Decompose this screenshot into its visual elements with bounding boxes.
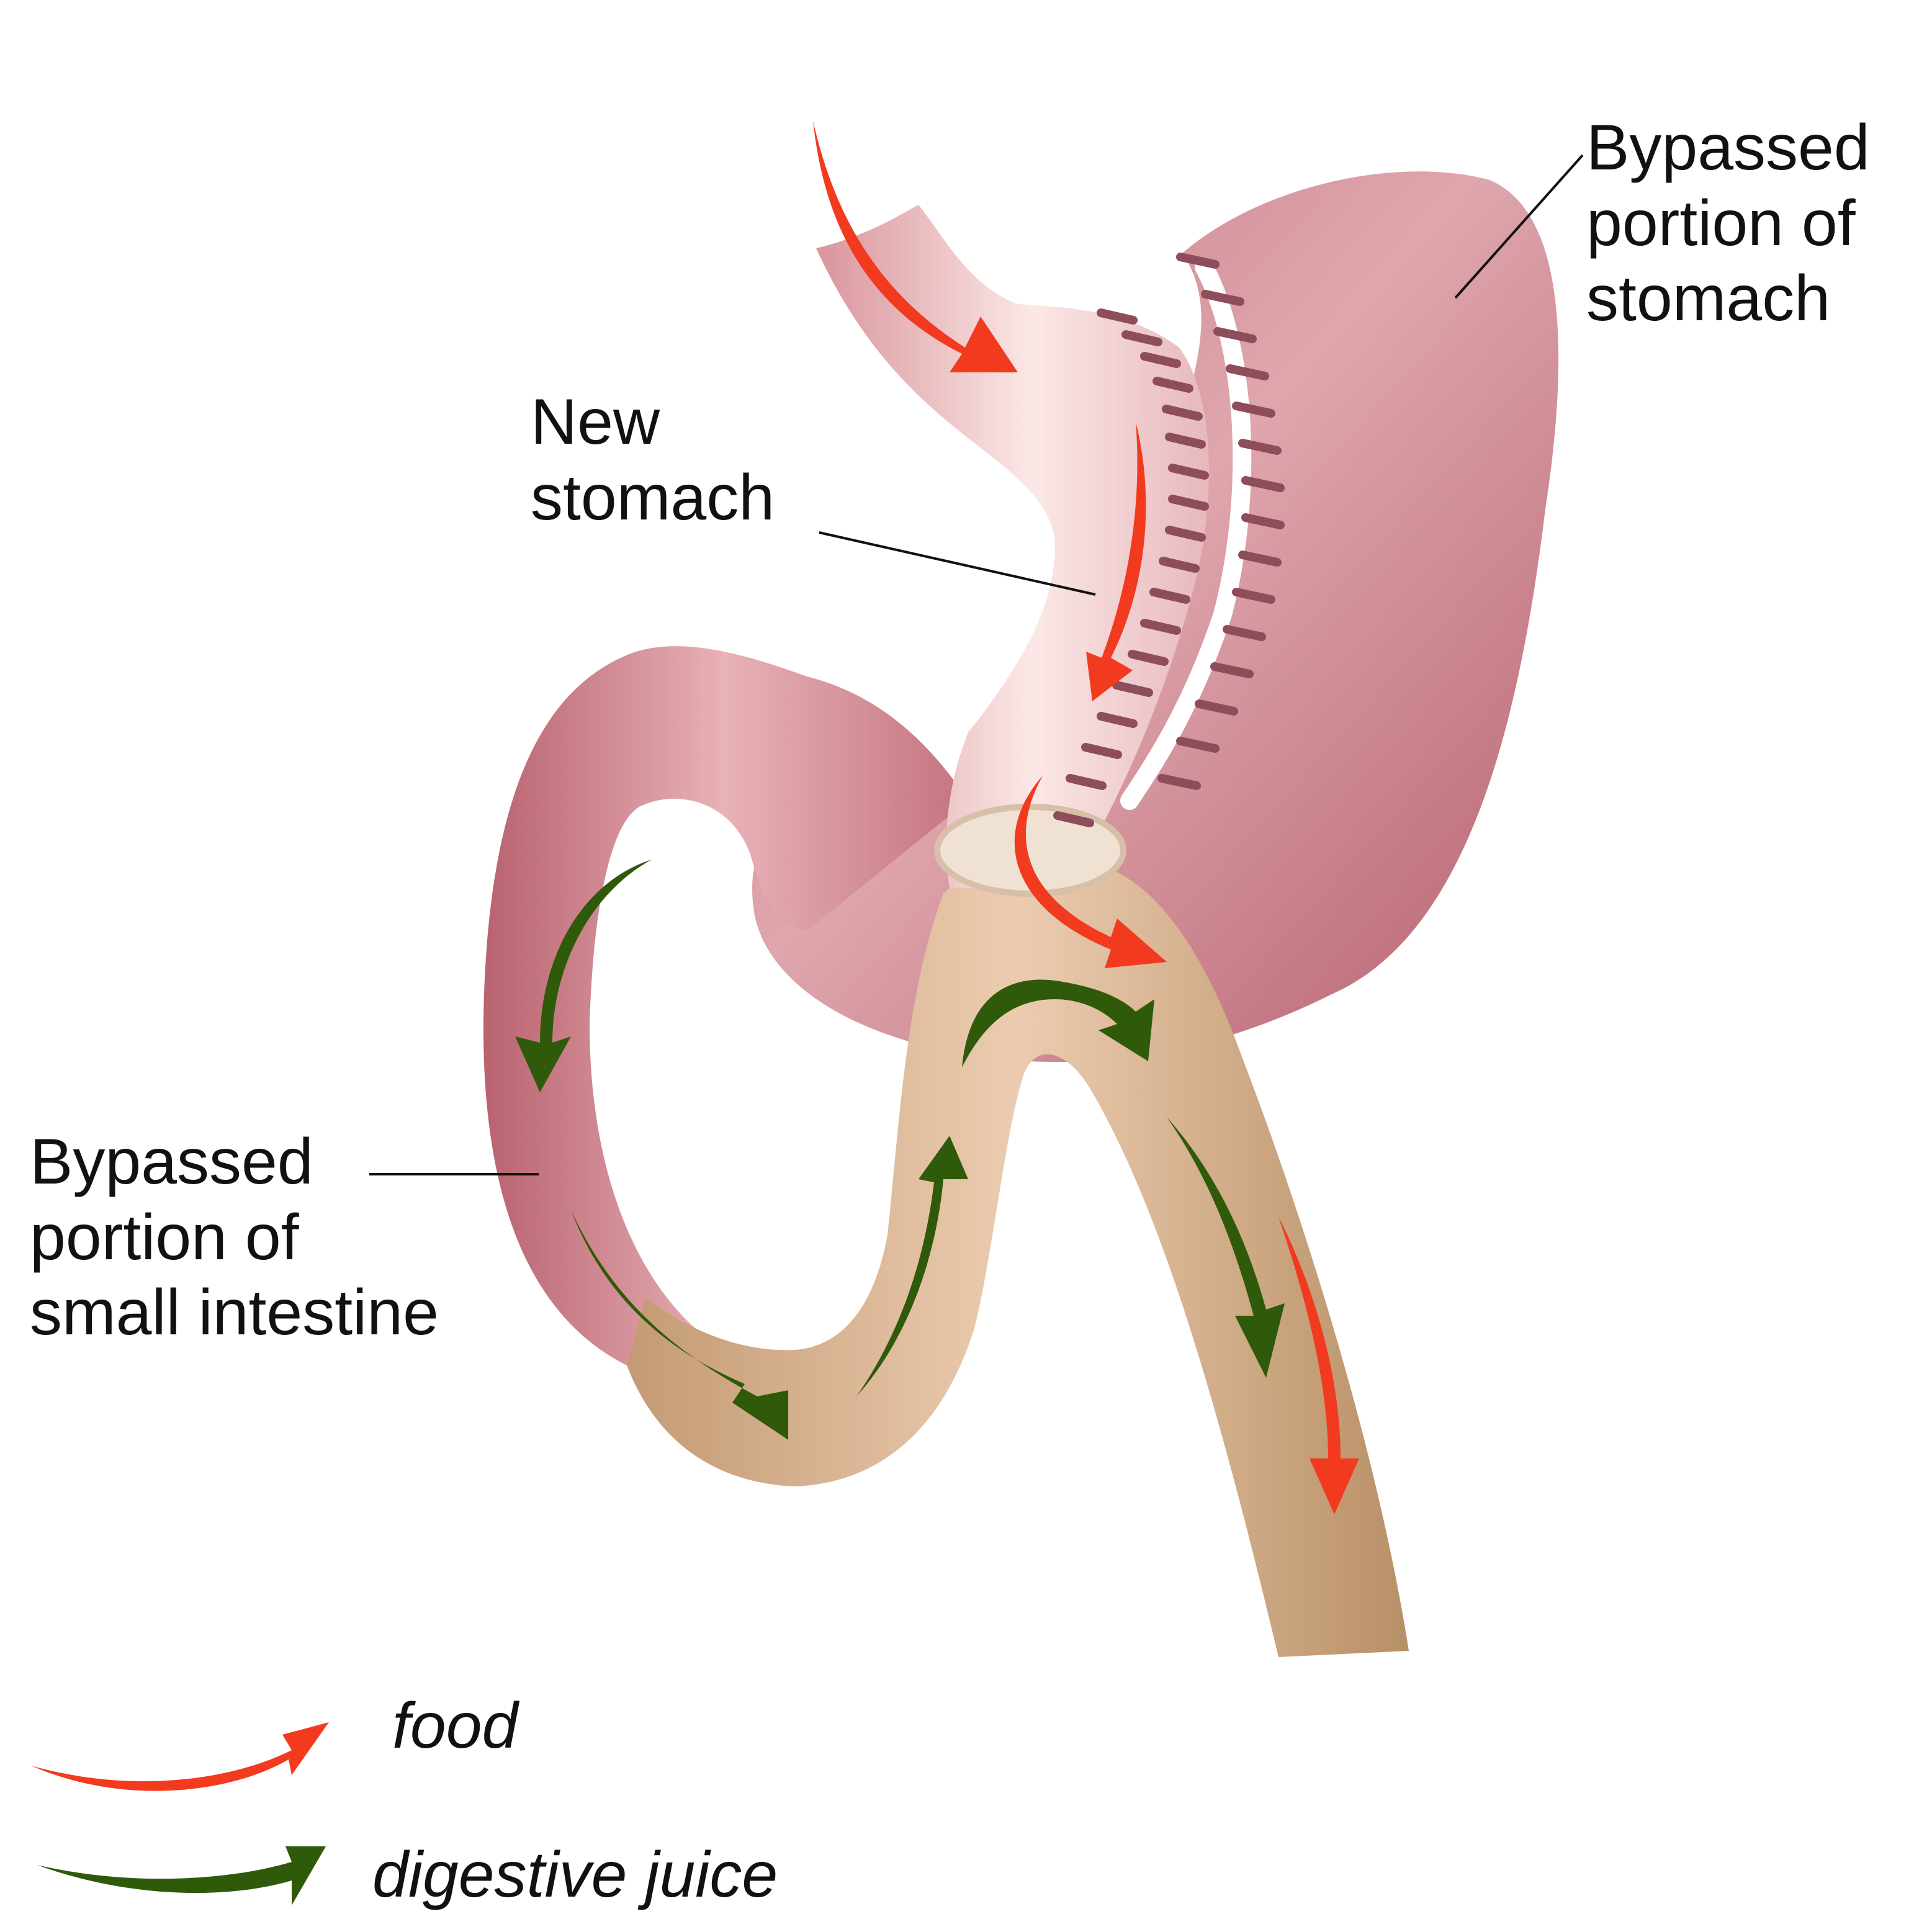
staple-mark xyxy=(1232,402,1275,418)
staple-mark xyxy=(1201,290,1244,306)
staple-mark xyxy=(1081,743,1122,759)
staple-mark xyxy=(1176,253,1220,269)
staple-mark xyxy=(1140,352,1181,368)
staple-mark xyxy=(1195,699,1238,716)
juice-arrow-4 xyxy=(962,979,1154,1067)
staple-mark xyxy=(1097,712,1138,728)
staple-mark xyxy=(1168,495,1209,511)
label-new-stomach: New stomach xyxy=(531,385,775,536)
staple-mark xyxy=(1165,526,1206,542)
food-arrows xyxy=(813,121,1359,1514)
legend-food-label: food xyxy=(392,1690,518,1762)
staple-mark xyxy=(1241,513,1285,529)
staple-mark xyxy=(1128,650,1169,666)
staple-mark xyxy=(1241,476,1285,492)
label-bypassed-intestine: Bypassed portion of small intestine xyxy=(30,1125,439,1351)
staple-mark xyxy=(1232,588,1275,604)
staple-mark xyxy=(1226,364,1269,380)
staple-mark xyxy=(1149,588,1190,604)
staple-mark xyxy=(1165,433,1206,449)
staple-mark xyxy=(1112,681,1153,697)
juice-arrow-1 xyxy=(515,860,652,1092)
staple-mark xyxy=(1066,774,1107,790)
food-arrow-1 xyxy=(813,121,1018,372)
label-line: New xyxy=(531,386,660,458)
staple-mark xyxy=(1162,405,1203,421)
staple-mark xyxy=(1152,377,1193,393)
label-line: Bypassed xyxy=(1586,112,1870,184)
staple-mark xyxy=(1210,662,1254,678)
roux-limb xyxy=(627,860,1409,1657)
label-line: portion of xyxy=(1586,187,1856,259)
juice-arrow-3 xyxy=(856,1136,968,1396)
legend-digestive-juice-label: digestive juice xyxy=(372,1839,778,1911)
staple-mark xyxy=(1140,619,1181,635)
label-line: stomach xyxy=(1586,263,1831,335)
leader-bypassed-stomach xyxy=(1454,154,1584,299)
label-line: small intestine xyxy=(30,1277,439,1349)
staple-line-bypassed-stomach xyxy=(1157,253,1285,790)
food-arrow-3 xyxy=(1014,776,1167,968)
staple-mark xyxy=(1176,737,1220,753)
staple-gap xyxy=(1120,258,1252,810)
staple-mark xyxy=(1157,774,1201,790)
juice-arrow-2 xyxy=(571,1210,788,1440)
staple-mark xyxy=(1159,557,1200,573)
staple-mark xyxy=(1238,439,1282,455)
label-line: Bypassed xyxy=(30,1126,313,1198)
staple-mark xyxy=(1121,330,1162,346)
staple-mark xyxy=(1213,327,1257,343)
label-line: portion of xyxy=(30,1201,299,1274)
juice-arrow-5 xyxy=(1167,1117,1285,1378)
staple-mark xyxy=(1097,308,1138,325)
food-arrow-2 xyxy=(1086,422,1146,701)
label-bypassed-stomach: Bypassed portion of stomach xyxy=(1586,110,1870,337)
food-arrow-4 xyxy=(1278,1216,1359,1514)
legend-juice-arrow-icon xyxy=(37,1846,326,1905)
leader-new-stomach xyxy=(819,531,1096,596)
anastomosis xyxy=(934,804,1126,897)
legend-food-arrow-icon xyxy=(31,1722,329,1791)
staple-mark xyxy=(1238,550,1282,567)
staple-mark xyxy=(1053,811,1094,827)
bypassed-intestine xyxy=(483,646,968,1365)
label-line: stomach xyxy=(531,461,775,534)
juice-arrows xyxy=(515,860,1285,1440)
staple-line-new-stomach xyxy=(1053,308,1209,827)
staple-mark xyxy=(1223,625,1266,641)
staple-mark xyxy=(1168,464,1209,480)
